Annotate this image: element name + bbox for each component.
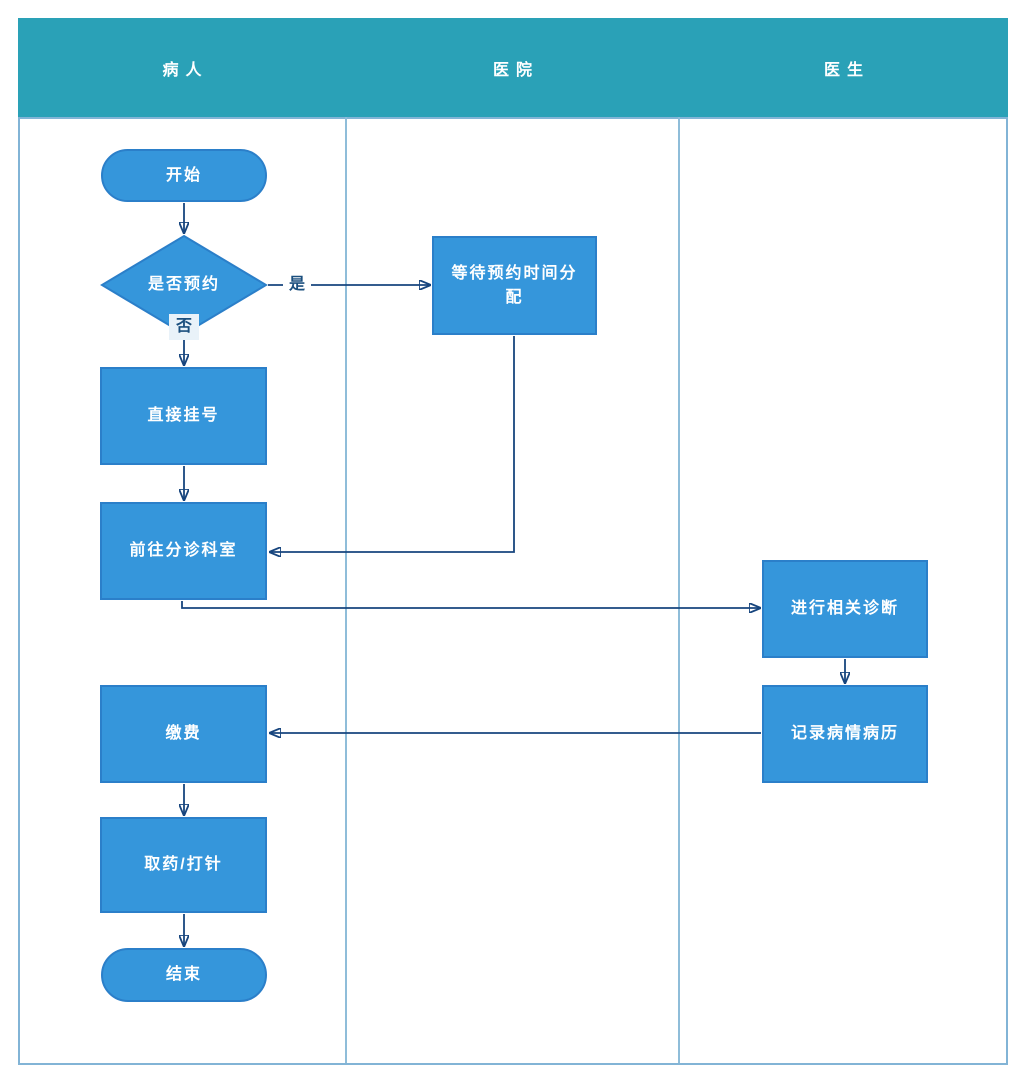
- node-label: 直接挂号: [147, 407, 220, 424]
- lane-divider: [678, 117, 680, 1063]
- node-label: 进行相关诊断: [790, 600, 899, 617]
- node-diagnose: 进行相关诊断: [762, 560, 928, 658]
- edge-label-no: 否: [169, 314, 199, 340]
- node-label: 取药/打针: [144, 856, 223, 873]
- node-direct-register: 直接挂号: [100, 367, 267, 465]
- node-pay: 缴费: [100, 685, 267, 783]
- node-wait-appointment: 等待预约时间分配: [432, 236, 597, 335]
- node-label: 记录病情病历: [790, 725, 899, 742]
- node-record-case: 记录病情病历: [762, 685, 928, 783]
- lane-title: 病人: [162, 61, 209, 79]
- node-label: 是否预约: [147, 276, 220, 293]
- node-decision: 是否预约: [101, 235, 267, 335]
- lane-header-patient: 病人: [18, 18, 346, 117]
- node-start: 开始: [101, 149, 267, 202]
- lane-title: 医生: [823, 61, 870, 79]
- node-label: 前往分诊科室: [129, 542, 238, 559]
- node-label: 开始: [165, 166, 202, 184]
- lane-title: 医院: [492, 61, 539, 79]
- lane-header-hospital: 医院: [346, 18, 679, 117]
- lane-header-doctor: 医生: [679, 18, 1008, 117]
- node-label: 缴费: [165, 725, 202, 742]
- node-goto-triage: 前往分诊科室: [100, 502, 267, 600]
- node-get-medicine: 取药/打针: [100, 817, 267, 913]
- node-label: 等待预约时间分配: [451, 264, 578, 306]
- lane-header-row: 病人 医院 医生: [18, 18, 1008, 117]
- edge-label-yes: 是: [283, 272, 311, 298]
- node-end: 结束: [101, 948, 267, 1002]
- node-label: 结束: [165, 966, 202, 983]
- lane-divider: [345, 117, 347, 1063]
